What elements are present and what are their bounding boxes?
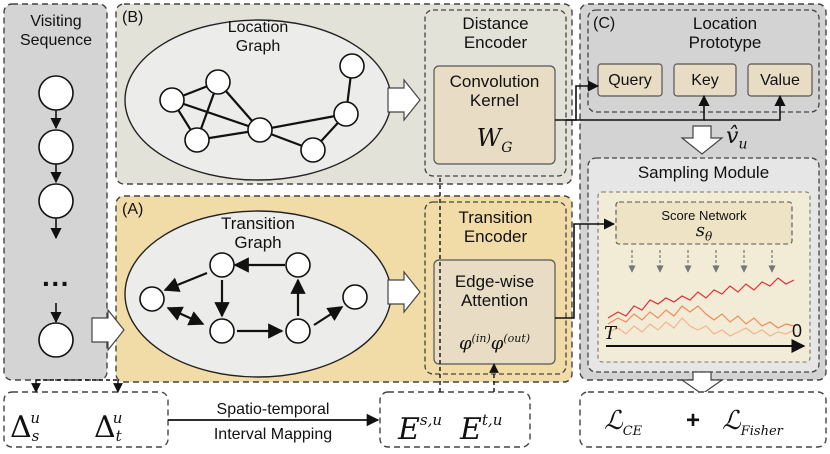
panel-b-tag: (B) xyxy=(122,9,144,26)
score-network-box xyxy=(615,201,793,245)
time-axis-start: T xyxy=(604,323,617,344)
key-label: Key xyxy=(691,72,719,89)
transition-graph-edges xyxy=(163,257,344,339)
query-label: Query xyxy=(608,72,652,89)
distance-encoder-title: Distance Encoder xyxy=(462,14,529,52)
transition-encoder-box xyxy=(424,201,567,375)
sequence-node xyxy=(38,183,74,219)
value-label: Value xyxy=(760,72,800,89)
down-block-arrow-loss xyxy=(680,371,724,395)
visiting-sequence-title: Visiting Sequence xyxy=(19,13,93,49)
loss-ce: ℒCE xyxy=(604,406,643,440)
transition-graph-nodes xyxy=(139,252,368,344)
panel-a-tag: (A) xyxy=(122,201,144,218)
time-axis-end: 0 xyxy=(792,321,803,341)
convolution-kernel-label: Convolution Kernel xyxy=(449,72,540,110)
query-box xyxy=(597,63,663,97)
e-t-symbol: Et,u xyxy=(460,411,503,447)
edge-wise-attention-label: Edge-wise Attention xyxy=(454,272,535,310)
v-hat-symbol: v̂u xyxy=(726,124,748,153)
delta-s-symbol: Δsu xyxy=(10,409,41,445)
sequence-node xyxy=(38,129,74,165)
location-graph-title: Location Graph xyxy=(227,19,289,55)
kernel-symbol: WG xyxy=(476,124,513,156)
down-block-arrow-c xyxy=(680,125,724,155)
diffusion-trajectories xyxy=(607,277,795,337)
score-network-label: Score Network xyxy=(661,208,747,223)
kernel-to-prototype-line xyxy=(555,80,600,121)
location-graph-nodes xyxy=(159,53,365,163)
delta-box xyxy=(3,391,169,448)
mapping-label-top: Spatio-temporal xyxy=(216,401,330,418)
location-prototype-title: Location Prototype xyxy=(688,14,762,52)
phi-symbols: φ(in)φ(out) xyxy=(458,332,531,354)
distance-encoder-box xyxy=(424,9,567,177)
panel-c-tag: (C) xyxy=(593,15,616,32)
delta-t-symbol: Δtu xyxy=(94,409,123,445)
score-gradient-arrows xyxy=(628,250,776,273)
sampling-module-title: Sampling Module xyxy=(637,163,770,182)
sequence-node xyxy=(38,322,74,358)
attention-to-score-line xyxy=(555,218,616,319)
score-symbol: sθ xyxy=(695,220,713,244)
transition-encoder-title: Transition Encoder xyxy=(458,208,533,246)
transition-graph-title: Transition Graph xyxy=(220,214,295,252)
block-arrow-seq xyxy=(91,308,125,352)
kernel-to-value-line xyxy=(704,94,786,121)
mapping-label-bottom: Interval Mapping xyxy=(213,426,333,443)
trajectory-peach xyxy=(607,317,795,337)
sequence-node xyxy=(38,75,74,111)
sequence-chain xyxy=(38,75,74,358)
embedding-box xyxy=(379,391,531,448)
loss-fisher: ℒFisher xyxy=(722,406,783,440)
e-s-symbol: Es,u xyxy=(398,411,443,447)
trajectory-red xyxy=(607,277,795,319)
convolution-kernel-box xyxy=(433,65,556,165)
block-arrow-a xyxy=(387,270,421,314)
loss-box xyxy=(579,391,827,448)
trajectory-orange xyxy=(607,305,795,329)
sequence-ellipsis: ··· xyxy=(42,268,70,299)
block-arrow-b xyxy=(387,78,421,122)
plus-sign: + xyxy=(686,407,701,434)
